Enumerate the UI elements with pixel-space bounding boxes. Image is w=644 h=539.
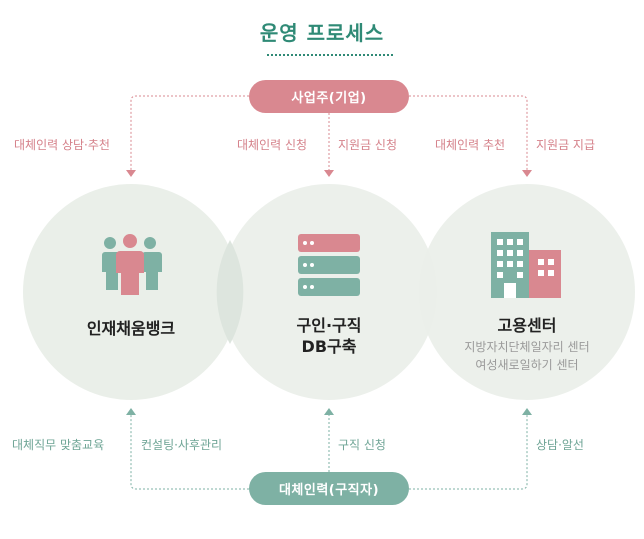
top-arrowheads xyxy=(126,170,532,177)
circle-employment-center-label: 고용센터 지방자치단체일자리 센터 여성새로일하기 센터 xyxy=(427,315,627,374)
flow-label-request-staff: 대체인력 신청 xyxy=(237,138,308,152)
people-icon xyxy=(101,234,162,295)
bottom-connectors xyxy=(130,413,528,490)
building-icon xyxy=(491,232,561,298)
database-icon xyxy=(298,234,360,296)
flow-label-job-application: 구직 신청 xyxy=(338,438,386,452)
title-underline xyxy=(267,54,393,56)
employer-node: 사업주(기업) xyxy=(249,80,409,113)
top-connectors xyxy=(130,95,528,172)
circle-employment-center-sub1: 지방자치단체일자리 센터 xyxy=(464,340,590,354)
flow-label-counsel-placement: 상담·알선 xyxy=(536,438,584,452)
page-title: 운영 프로세스 xyxy=(259,21,385,45)
flow-label-custom-training: 대체직무 맞춤교육 xyxy=(12,438,105,452)
circle-overlap-left xyxy=(216,240,244,344)
bottom-arrowheads xyxy=(126,408,532,415)
circle-employment-center-sub2: 여성새로일하기 센터 xyxy=(475,358,579,372)
circle-db-label-line1: 구인·구직 xyxy=(296,316,362,335)
circle-employment-center-name: 고용센터 xyxy=(497,316,557,335)
circle-db-label-line2: DB구축 xyxy=(301,337,357,356)
flow-label-pay-subsidy: 지원금 지급 xyxy=(536,138,596,152)
circle-talent-bank-label: 인재채움뱅크 xyxy=(86,319,176,338)
jobseeker-node: 대체인력(구직자) xyxy=(249,472,409,505)
circle-db-label: 구인·구직 DB구축 xyxy=(229,315,429,357)
flow-label-recommend-staff: 대체인력 추천 xyxy=(435,138,506,152)
flow-label-consult-recommend: 대체인력 상담·추천 xyxy=(14,138,110,152)
flow-label-consulting-followup: 컨설팅·사후관리 xyxy=(141,438,223,452)
flow-label-apply-subsidy: 지원금 신청 xyxy=(338,138,398,152)
